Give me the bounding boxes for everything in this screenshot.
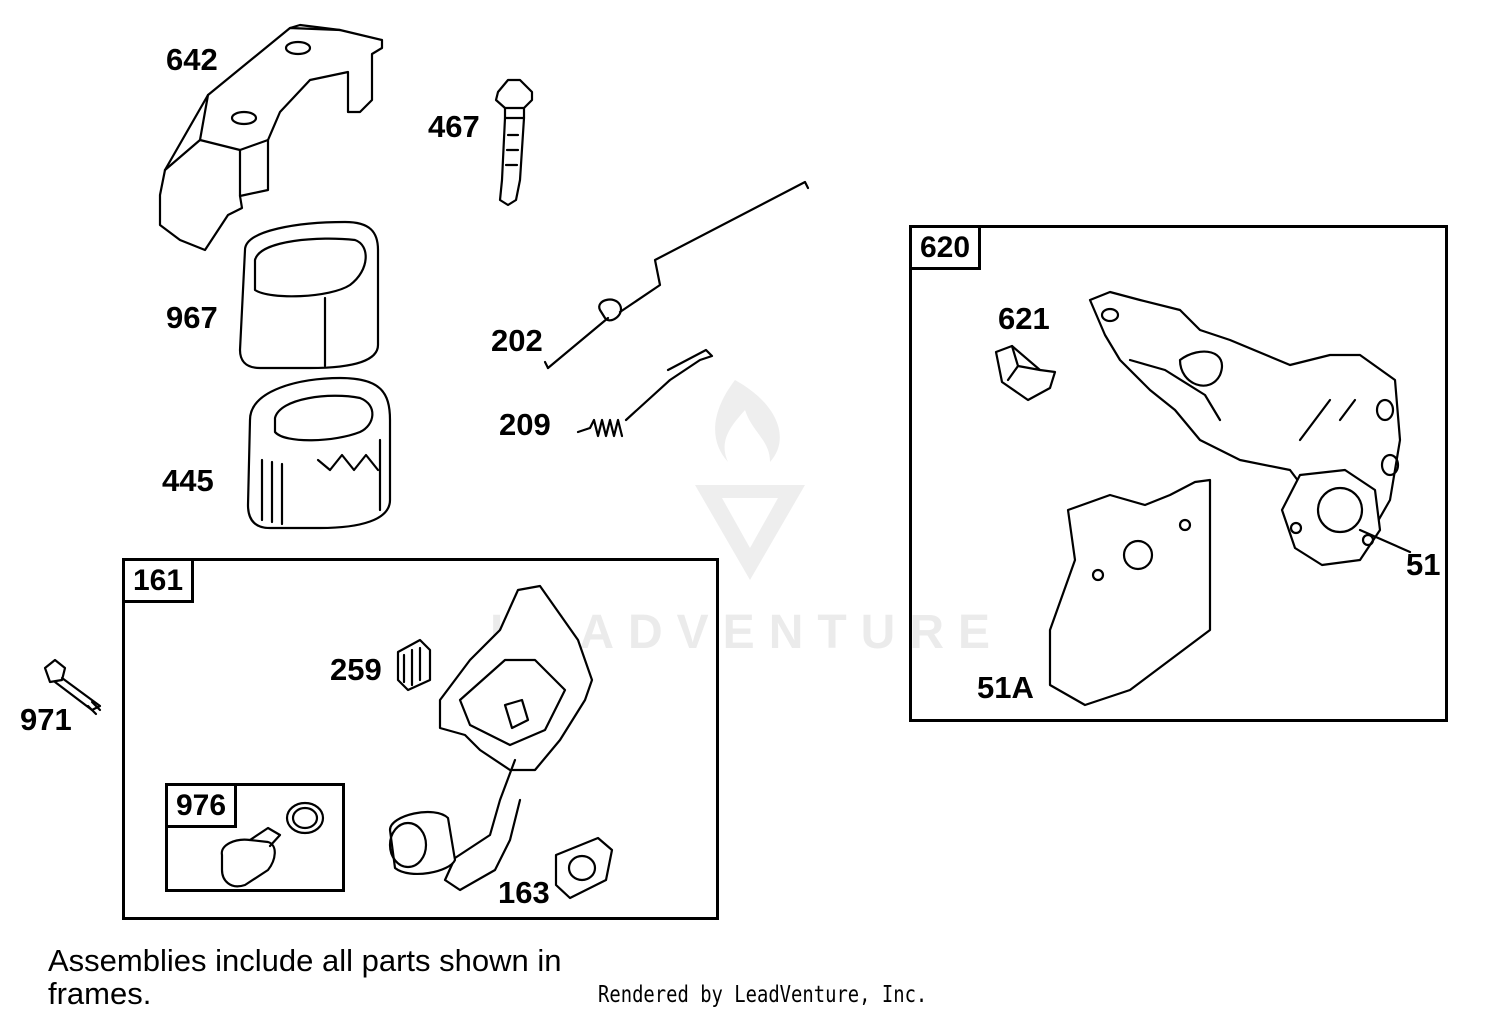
cap-and-clamp-part: [220, 801, 325, 888]
callout-163[interactable]: 163: [498, 875, 550, 910]
frame-tag-976[interactable]: 976: [168, 786, 238, 828]
assembly-frame-620: 620: [909, 225, 1448, 722]
assembly-frame-976: 976: [165, 783, 345, 892]
clip-part: [396, 638, 432, 692]
choke-bracket-part: [994, 344, 1057, 402]
callout-202[interactable]: 202: [491, 323, 543, 358]
callout-642[interactable]: 642: [166, 42, 218, 77]
callout-209[interactable]: 209: [499, 407, 551, 442]
callout-445[interactable]: 445: [162, 463, 214, 498]
carburetor-gasket-part: [1280, 468, 1412, 567]
governor-link-part: [543, 180, 810, 370]
callout-971[interactable]: 971: [20, 702, 72, 737]
air-cleaner-cover-part: [158, 23, 384, 252]
callout-259[interactable]: 259: [330, 652, 382, 687]
frame-tag-161[interactable]: 161: [125, 561, 195, 603]
bolt-part: [43, 658, 102, 716]
frame-tag-620[interactable]: 620: [912, 228, 982, 270]
assemblies-note: Assemblies include all parts shown in fr…: [48, 943, 562, 1011]
intake-elbow-part: [388, 584, 594, 892]
callout-51[interactable]: 51: [1406, 547, 1441, 582]
air-filter-part: [246, 376, 392, 530]
callout-967[interactable]: 967: [166, 300, 218, 335]
dipstick-part: [494, 78, 534, 207]
watermark-logo: [695, 380, 805, 580]
governor-spring-part: [576, 348, 714, 438]
pre-cleaner-part: [238, 220, 380, 370]
callout-467[interactable]: 467: [428, 109, 480, 144]
callout-51a[interactable]: 51A: [977, 670, 1034, 705]
intake-gasket-part: [554, 836, 614, 900]
callout-621[interactable]: 621: [998, 301, 1050, 336]
insulator-plate-part: [1048, 478, 1212, 707]
render-credit: Rendered by LeadVenture, Inc.: [598, 982, 928, 1008]
assembly-frame-161: 161: [122, 558, 719, 920]
